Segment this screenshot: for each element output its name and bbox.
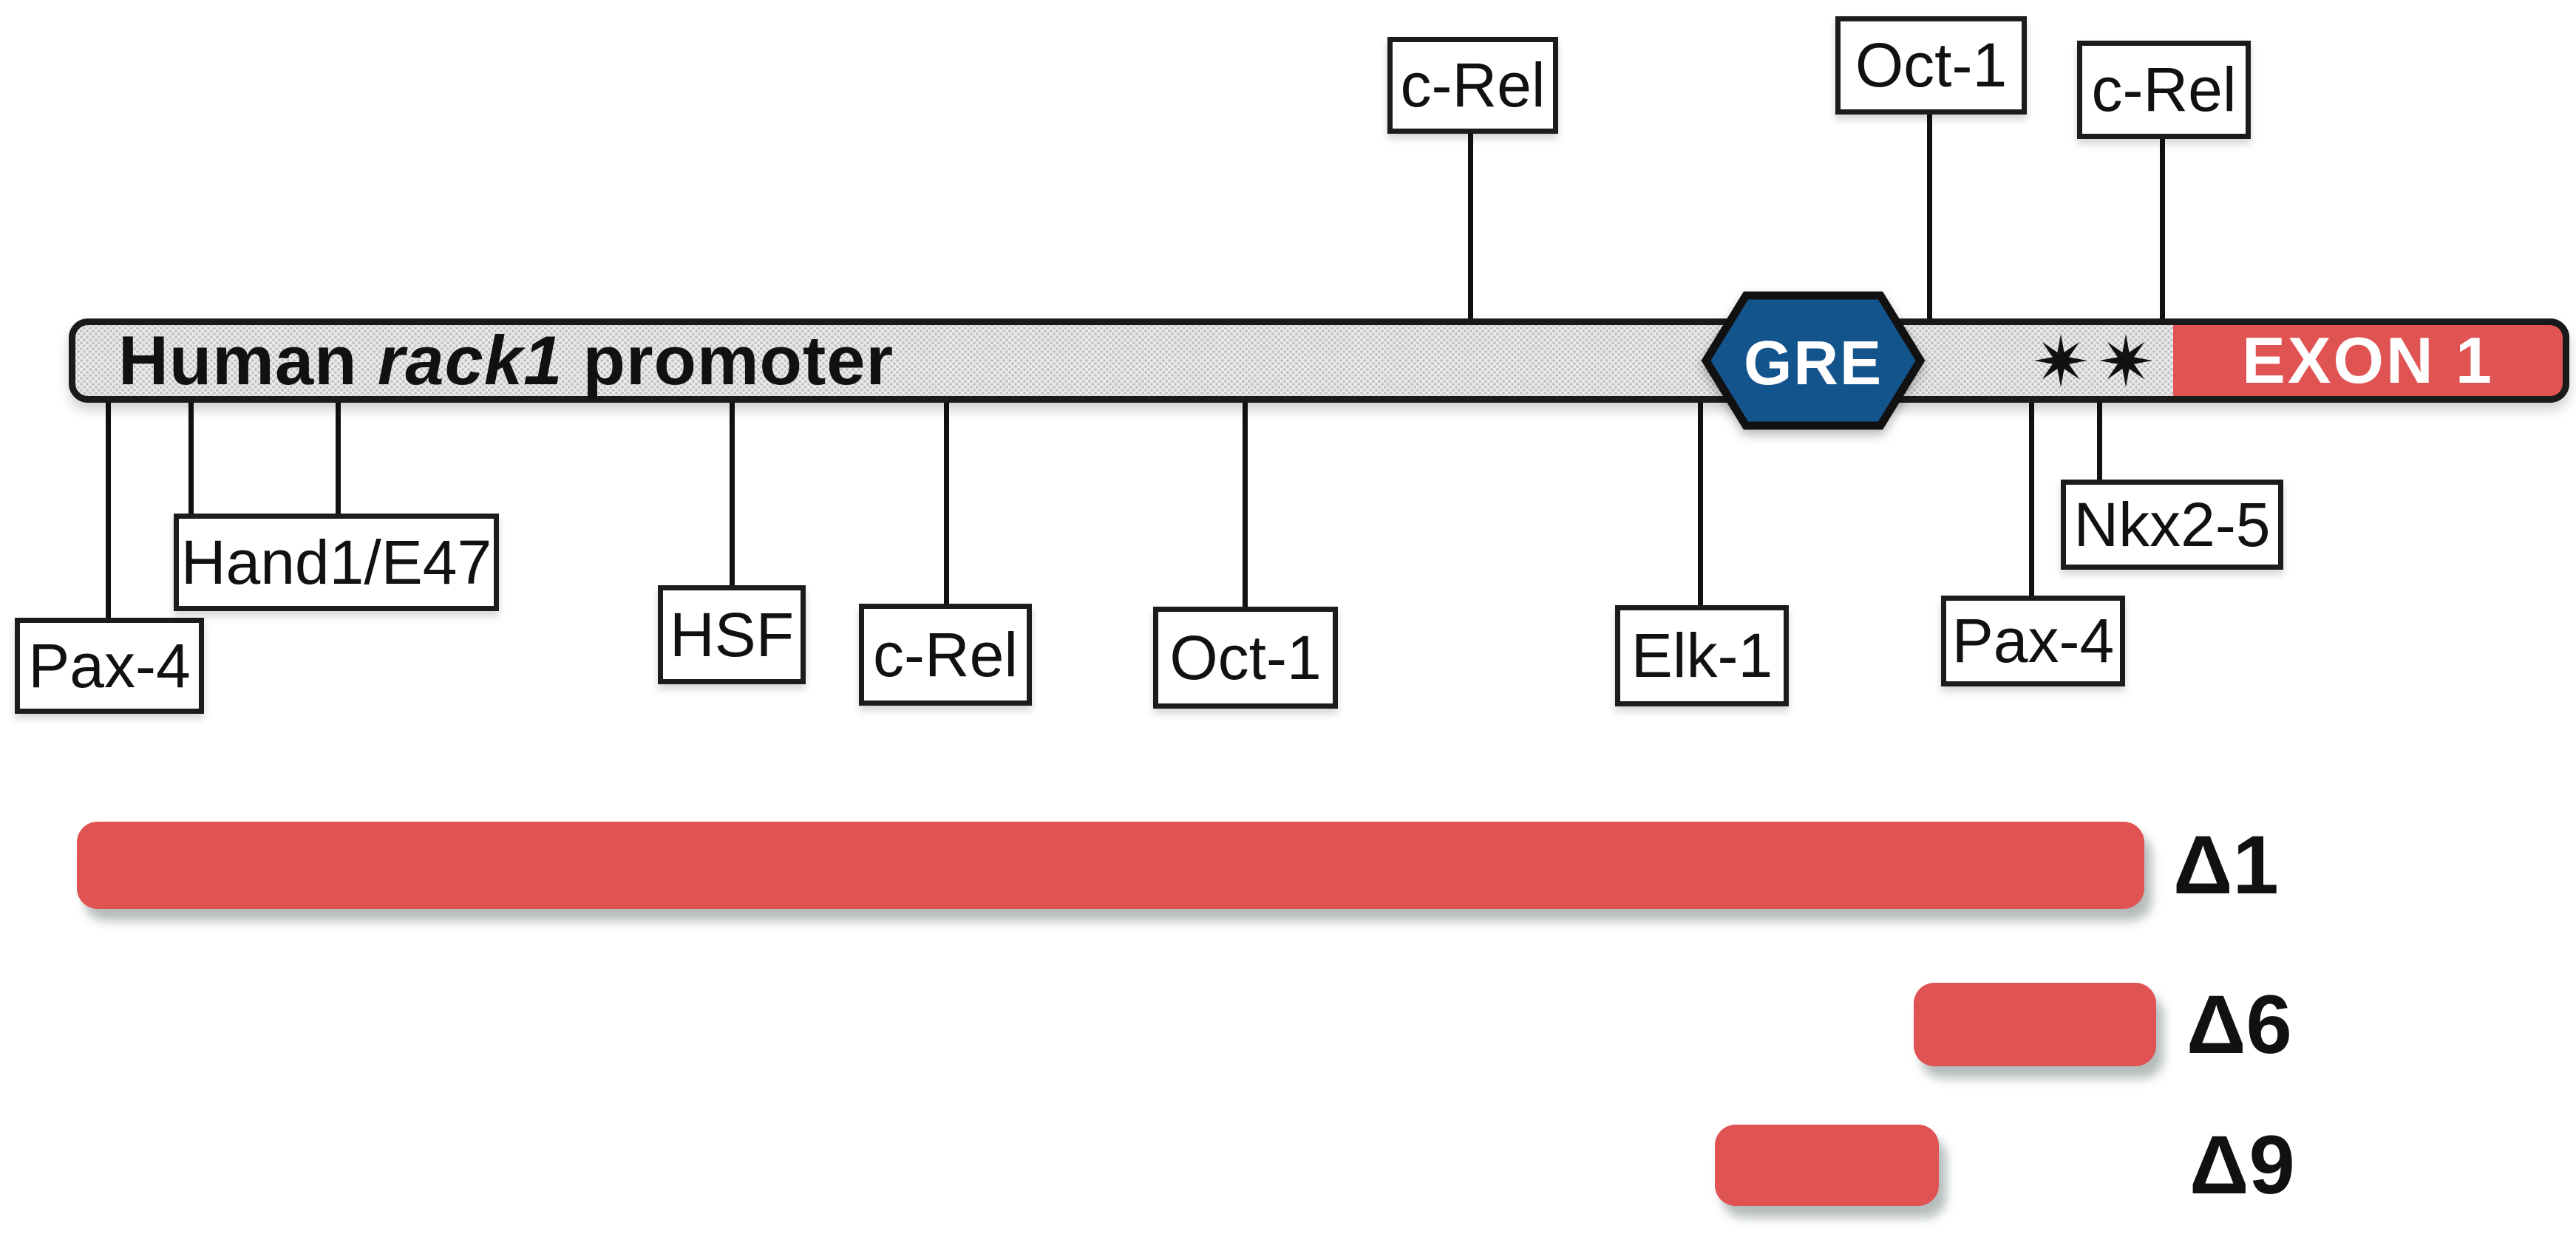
connector-line — [944, 398, 949, 607]
promoter-title: Human rack1 promoter — [75, 321, 894, 400]
site-box-c-rel: c-Rel — [859, 604, 1032, 706]
site-box-nkx2-5: Nkx2-5 — [2061, 480, 2283, 570]
site-box-elk-1: Elk-1 — [1615, 605, 1789, 706]
site-label: Hand1/E47 — [180, 527, 492, 597]
gre-label: GRE — [1744, 328, 1883, 398]
site-label: c-Rel — [2091, 55, 2237, 124]
eight-point-star-icon — [2034, 334, 2087, 387]
connector-line — [188, 398, 194, 517]
connector-line — [2097, 398, 2102, 483]
site-label: Pax-4 — [28, 630, 191, 700]
construct-label-delta-6: Δ6 — [2186, 978, 2292, 1071]
site-box-pax-4: Pax-4 — [15, 618, 204, 714]
site-label: Oct-1 — [1169, 622, 1322, 692]
connector-line — [2160, 137, 2165, 323]
site-box-oct-1: Oct-1 — [1835, 16, 2027, 115]
eight-point-star-icon — [2099, 334, 2152, 387]
connector-line — [106, 398, 111, 621]
gre-hexagon: GRE — [1700, 288, 1926, 433]
exon1-block: EXON 1 — [2173, 318, 2569, 403]
connector-line — [730, 398, 735, 588]
construct-bar-delta-9 — [1715, 1125, 1939, 1206]
site-label: Pax-4 — [1951, 606, 2115, 675]
exon1-label: EXON 1 — [2242, 324, 2494, 397]
construct-label-delta-9: Δ9 — [2189, 1119, 2295, 1211]
site-box-oct-1: Oct-1 — [1153, 607, 1338, 709]
site-label: Nkx2-5 — [2073, 489, 2271, 559]
site-box-pax-4: Pax-4 — [1941, 596, 2125, 686]
gre-hexagon-shape: GRE — [1701, 291, 1926, 430]
site-label: Oct-1 — [1855, 30, 2008, 100]
site-label: c-Rel — [872, 619, 1018, 689]
connector-line — [1698, 398, 1703, 608]
connector-line — [1927, 113, 1932, 323]
site-label: Elk-1 — [1631, 621, 1773, 690]
construct-bar-delta-1 — [77, 822, 2144, 909]
site-box-hsf: HSF — [658, 585, 806, 684]
site-box-c-rel: c-Rel — [1387, 37, 1558, 134]
construct-bar-delta-6 — [1914, 983, 2156, 1066]
site-label: HSF — [670, 599, 794, 669]
construct-label-delta-1: Δ1 — [2173, 819, 2279, 911]
promoter-title-gene: rack1 — [377, 321, 563, 399]
site-box-hand1-e47: Hand1/E47 — [174, 514, 499, 611]
promoter-title-suffix: promoter — [563, 321, 894, 399]
site-label: c-Rel — [1400, 50, 1546, 120]
connector-line — [2029, 398, 2034, 599]
promoter-title-prefix: Human — [118, 321, 378, 399]
connector-line — [1468, 132, 1473, 323]
connector-line — [336, 398, 341, 517]
site-box-c-rel: c-Rel — [2077, 41, 2251, 139]
connector-line — [1243, 398, 1248, 610]
